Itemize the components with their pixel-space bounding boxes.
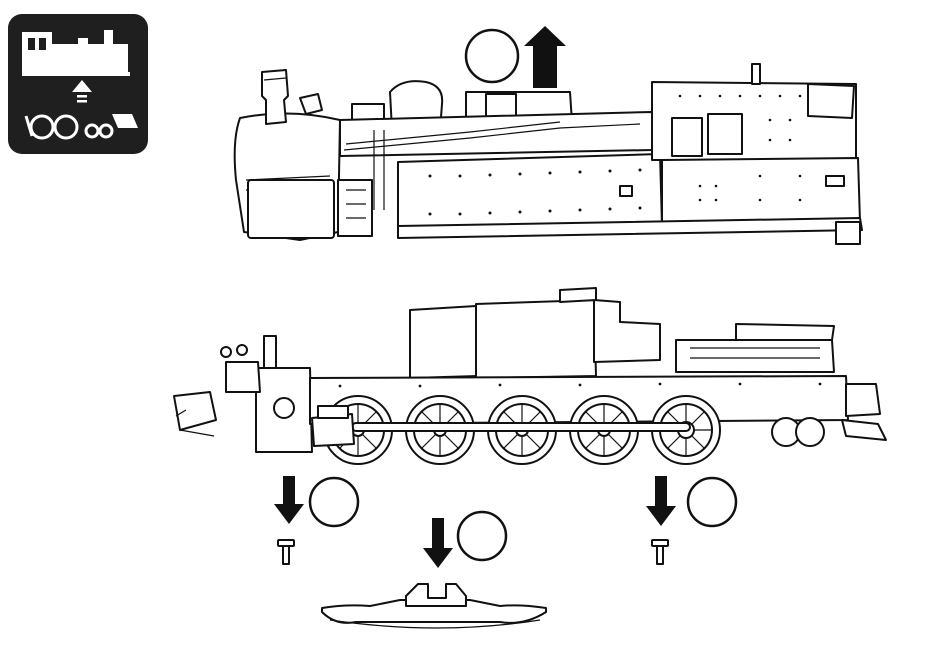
- step-front-screw: [274, 476, 358, 564]
- step-rear-screw: [646, 476, 736, 564]
- locomotive-chassis: [174, 288, 886, 464]
- arrow-down-icon: [646, 476, 676, 526]
- step-marker-4: [688, 478, 736, 526]
- step-lift-body: [466, 26, 566, 88]
- arrow-down-icon: [274, 476, 304, 524]
- screw-icon: [652, 540, 668, 564]
- locomotive-body-shell: [235, 64, 862, 244]
- step-marker-3: [458, 512, 506, 560]
- arrow-down-icon: [423, 518, 453, 568]
- step-marker-1: [466, 30, 518, 82]
- arrow-up-icon: [524, 26, 566, 88]
- step-marker-2: [310, 478, 358, 526]
- screw-icon: [278, 540, 294, 564]
- step-center-cover: [322, 512, 546, 628]
- bottom-cover-plate: [322, 584, 546, 628]
